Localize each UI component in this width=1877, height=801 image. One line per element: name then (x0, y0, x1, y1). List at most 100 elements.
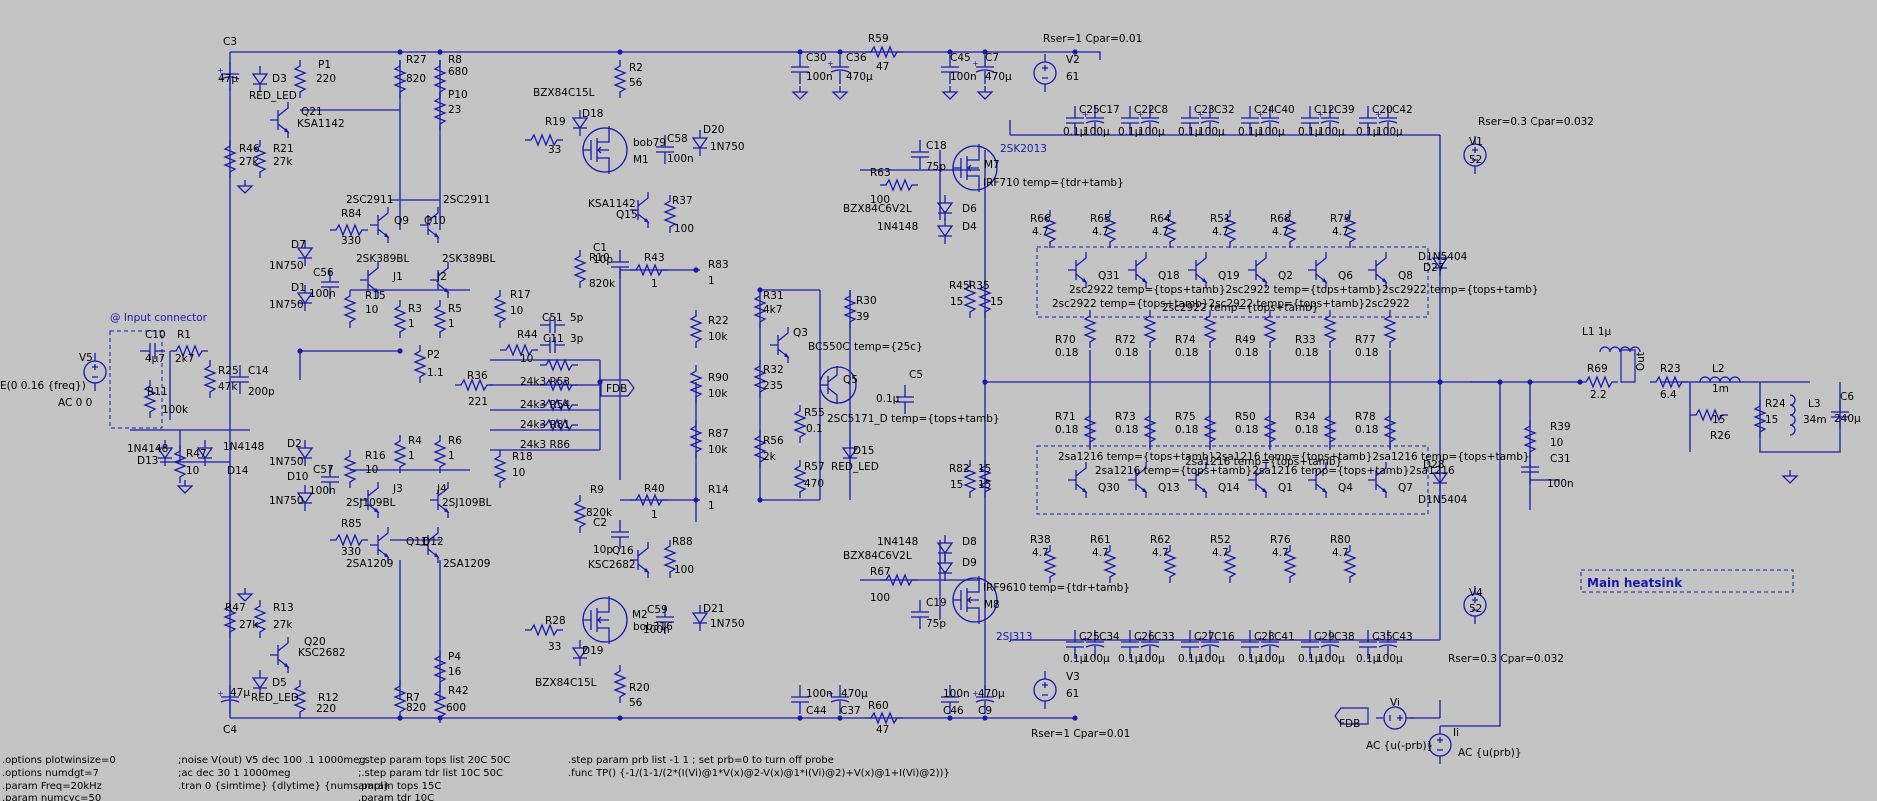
label-J3: J3 (392, 483, 403, 495)
label-R73: R73 (1115, 411, 1136, 423)
junction-dot (437, 49, 443, 55)
label-C6: C6 (1840, 391, 1854, 403)
junction-dot (1527, 379, 1533, 385)
label-C6-val: 240µ (1834, 413, 1861, 425)
label-M2: M2 (632, 609, 648, 621)
transistor-Q2-symbol (1247, 251, 1267, 289)
label-Q21-val: KSA1142 (297, 118, 345, 130)
resistor-R7-symbol (394, 679, 406, 719)
spice-directive-text: .param tdr 10C (358, 793, 434, 801)
junction-dot (693, 267, 699, 273)
label-M8-temp: temp={tdr+tamb} (1029, 582, 1130, 594)
resistor-P10-symbol (434, 91, 446, 131)
label-R47b-val: 27k (239, 619, 259, 631)
label-R47-val: 10 (186, 465, 199, 477)
label-R10-val: 820k (589, 278, 616, 290)
resistor-R3-symbol (394, 299, 406, 339)
label-R66-val: 4.7 (1032, 226, 1049, 238)
label-J1-part: 2SK389BL (356, 253, 409, 265)
label-C3-val: 47µ (218, 73, 238, 85)
label-C58: C58 (667, 133, 688, 145)
current-probe-Vi-symbol (1375, 706, 1415, 730)
label-L3-val: 34m (1803, 414, 1827, 426)
label-R63: R63 (870, 167, 891, 179)
resistor-R46-symbol (224, 139, 236, 179)
label-V2: V2 (1066, 54, 1080, 66)
label-C57-val: 100n (309, 485, 336, 497)
label-V4-val: 52 (1469, 603, 1482, 615)
label-R31-val: 4k7 (763, 304, 782, 316)
svg-text:Out: Out (1635, 352, 1647, 371)
label-C14-val: 200p (248, 386, 275, 398)
label-D7: D7 (291, 239, 306, 251)
label-D27-ref: D1N5404 (1418, 251, 1468, 263)
label-C2: C2 (593, 517, 607, 529)
label-R55: R55 (804, 407, 825, 419)
label-R70-val: 0.18 (1055, 347, 1078, 359)
label-R22-val: 10k (708, 331, 728, 343)
label-R53: 24k3 R53 (520, 376, 570, 388)
label-D8-val: 1N4148 (877, 536, 918, 548)
label-R15: R15 (365, 290, 386, 302)
label-input-conn: @ Input connector (110, 312, 208, 324)
bottom-output-model-text-2: 2sa1216 temp={tops+tamb} (1185, 456, 1342, 468)
ground-icon (977, 85, 993, 100)
label-D4-val: 1N4148 (877, 221, 918, 233)
label-C19: C19 (926, 597, 947, 609)
label-Q30: Q30 (1098, 482, 1120, 494)
label-M8: M8 (984, 599, 1000, 611)
diode-D4-symbol (937, 217, 953, 245)
label-C4: C4 (223, 724, 237, 736)
label-R57: R57 (804, 461, 825, 473)
label-Q14: Q14 (1218, 482, 1240, 494)
label-R36: R36 (467, 370, 488, 382)
ground-icon (237, 587, 253, 602)
label-R90: R90 (708, 372, 729, 384)
label-C41-bottom: C41 (1274, 631, 1295, 643)
label-Q9: Q9 (394, 215, 409, 227)
label-C11-val: 3p (570, 333, 584, 345)
label-R71: R71 (1055, 411, 1076, 423)
bottom-output-model-text-0: 2sa1216 temp={tops+tamb}2sa1216 temp={to… (1058, 451, 1530, 463)
label-C58-val: 100n (667, 153, 694, 165)
resistor-R20-symbol (614, 664, 626, 704)
label-FDB-top: FDB (606, 383, 627, 395)
label-D21-val: 1N750 (710, 618, 745, 630)
label-D3-val: RED_LED (249, 90, 297, 102)
label-R26-val: 15 (1712, 414, 1725, 426)
label-L2-val: 1m (1712, 383, 1729, 395)
label-D14: D14 (227, 465, 249, 477)
junction-dot (1072, 49, 1078, 55)
resistor-R72-symbol (1144, 309, 1156, 349)
label-C46: C46 (943, 705, 964, 717)
label-R28-val: 33 (548, 641, 561, 653)
label-Q12-part: 2SA1209 (443, 558, 490, 570)
label-P2: P2 (427, 349, 440, 361)
label-R84-val: 330 (341, 235, 361, 247)
label-V5: V5 (79, 352, 93, 364)
label-C27-bottom: C27 (1194, 631, 1215, 643)
junction-dot (947, 49, 953, 55)
label-R78: R78 (1355, 411, 1376, 423)
label-Q18: Q18 (1158, 270, 1180, 282)
label-R69: R69 (1587, 363, 1608, 375)
label-R76-val: 4.7 (1272, 547, 1289, 559)
label-R82b-val: 15 (978, 463, 991, 475)
label-R49: R49 (1235, 334, 1256, 346)
label-C18-val: 75p (926, 161, 946, 173)
junction-dot (617, 49, 623, 55)
label-R37-val: 100 (674, 223, 694, 235)
label-C26-bottom-val: 0.1µ (1118, 653, 1142, 665)
label-R69-val: 2.2 (1590, 389, 1607, 401)
label-R68-val: 4.7 (1272, 226, 1289, 238)
resistor-R90-symbol (690, 364, 702, 404)
label-C44-val: 100n (806, 688, 833, 700)
label-P10: P10 (448, 89, 468, 101)
voltage-source-V3-symbol (1033, 670, 1057, 710)
transistor-Q20-symbol (269, 636, 289, 674)
label-C41-bottom-val: 100µ (1258, 653, 1285, 665)
label-C5-val: 0.1µ (876, 393, 900, 405)
label-R4-val: 1 (408, 450, 415, 462)
label-R5-val: 1 (448, 318, 455, 330)
resistor-R25-symbol (204, 359, 216, 399)
